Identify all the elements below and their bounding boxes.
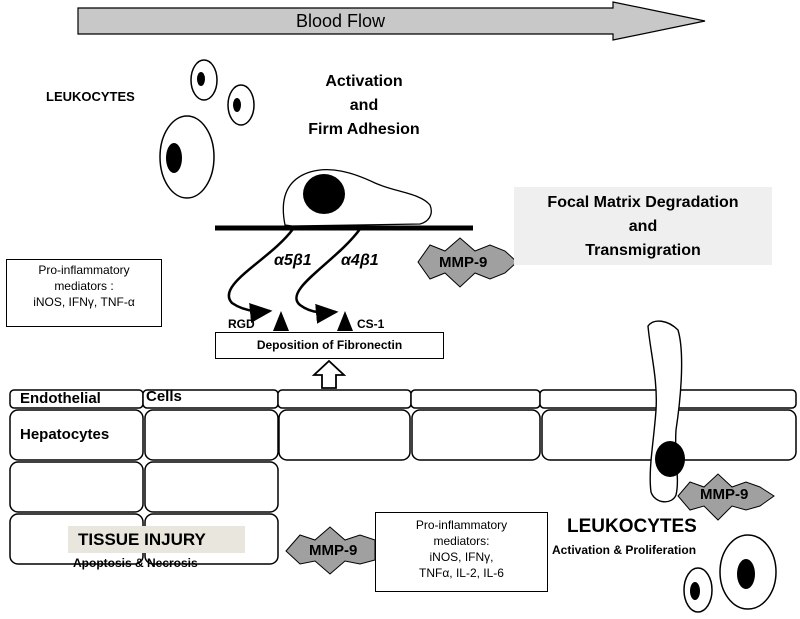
pro-inflammatory-box-left: Pro-inflammatory mediators : iNOS, IFNγ,…: [6, 259, 162, 327]
focal-line-3: Transmigration: [585, 242, 701, 259]
leukocyte-large: [159, 115, 215, 199]
transmigrating-leukocyte: [647, 320, 685, 503]
hepatocytes-label: Hepatocytes: [20, 426, 110, 443]
activation-line-2: and: [349, 97, 379, 114]
mmp9-label-right: MMP-9: [700, 486, 749, 503]
blood-flow-arrow: [77, 1, 706, 41]
pro-inflam-bottom-line-4: TNFα, IL-2, IL-6: [419, 566, 504, 580]
leukocyte-small-2: [227, 84, 255, 126]
mmp9-shape-right: [677, 473, 775, 521]
pro-inflam-left-line-3: iNOS, IFNγ, TNF-α: [33, 295, 135, 309]
pro-inflam-left-line-2: mediators :: [54, 279, 114, 293]
activation-line-3: Firm Adhesion: [308, 121, 420, 138]
pro-inflam-bottom-line-3: iNOS, IFNγ,: [429, 550, 494, 564]
focal-line-2: and: [628, 218, 658, 235]
fibronectin-up-arrow: [311, 359, 347, 389]
tissue-injury-label: TISSUE INJURY: [68, 526, 245, 553]
integrin-a4b1-arrow: [295, 228, 362, 324]
mmp9-label-top: MMP-9: [439, 254, 488, 271]
activation-proliferation-label: Activation & Proliferation: [552, 543, 697, 557]
integrin-a5b1-label: α5β1: [274, 252, 312, 269]
mmp9-label-bottom: MMP-9: [309, 542, 358, 559]
leukocytes-top-label: LEUKOCYTES: [46, 89, 135, 104]
pro-inflam-bottom-line-2: mediators:: [433, 534, 490, 548]
fibronectin-box: Deposition of Fibronectin: [215, 332, 444, 359]
endothelial-label: Endothelial: [20, 390, 101, 407]
pro-inflam-left-line-1: Pro-inflammatory: [38, 263, 130, 277]
rgd-site-marker: [273, 311, 289, 331]
blood-flow-label: Blood Flow: [296, 11, 386, 31]
mmp9-shape-top: [417, 237, 518, 288]
pro-inflam-bottom-line-1: Pro-inflammatory: [415, 518, 508, 532]
focal-degradation-label: Focal Matrix Degradation and Transmigrat…: [514, 187, 772, 265]
leukocyte-bottom-large: [719, 534, 777, 610]
leukocyte-small-1: [190, 59, 218, 101]
activation-line-1: Activation: [325, 73, 403, 90]
cs1-site-marker: [337, 311, 353, 331]
pro-inflammatory-box-bottom: Pro-inflammatory mediators: iNOS, IFNγ, …: [375, 512, 548, 592]
rgd-label: RGD: [228, 317, 255, 331]
cells-label: Cells: [146, 388, 182, 405]
mmp9-shape-bottom: [285, 526, 376, 575]
activation-adhesion-label: Activation and Firm Adhesion: [286, 70, 442, 142]
adhered-leukocyte: [282, 169, 432, 227]
apoptosis-necrosis-label: Apoptosis & Necrosis: [73, 556, 198, 570]
focal-line-1: Focal Matrix Degradation: [547, 194, 739, 211]
integrin-a4b1-label: α4β1: [341, 252, 379, 269]
integrin-a5b1-arrow: [227, 228, 295, 323]
leukocytes-bottom-label: LEUKOCYTES: [567, 516, 697, 537]
cs1-label: CS-1: [357, 317, 385, 331]
leukocyte-bottom-small: [683, 567, 713, 613]
